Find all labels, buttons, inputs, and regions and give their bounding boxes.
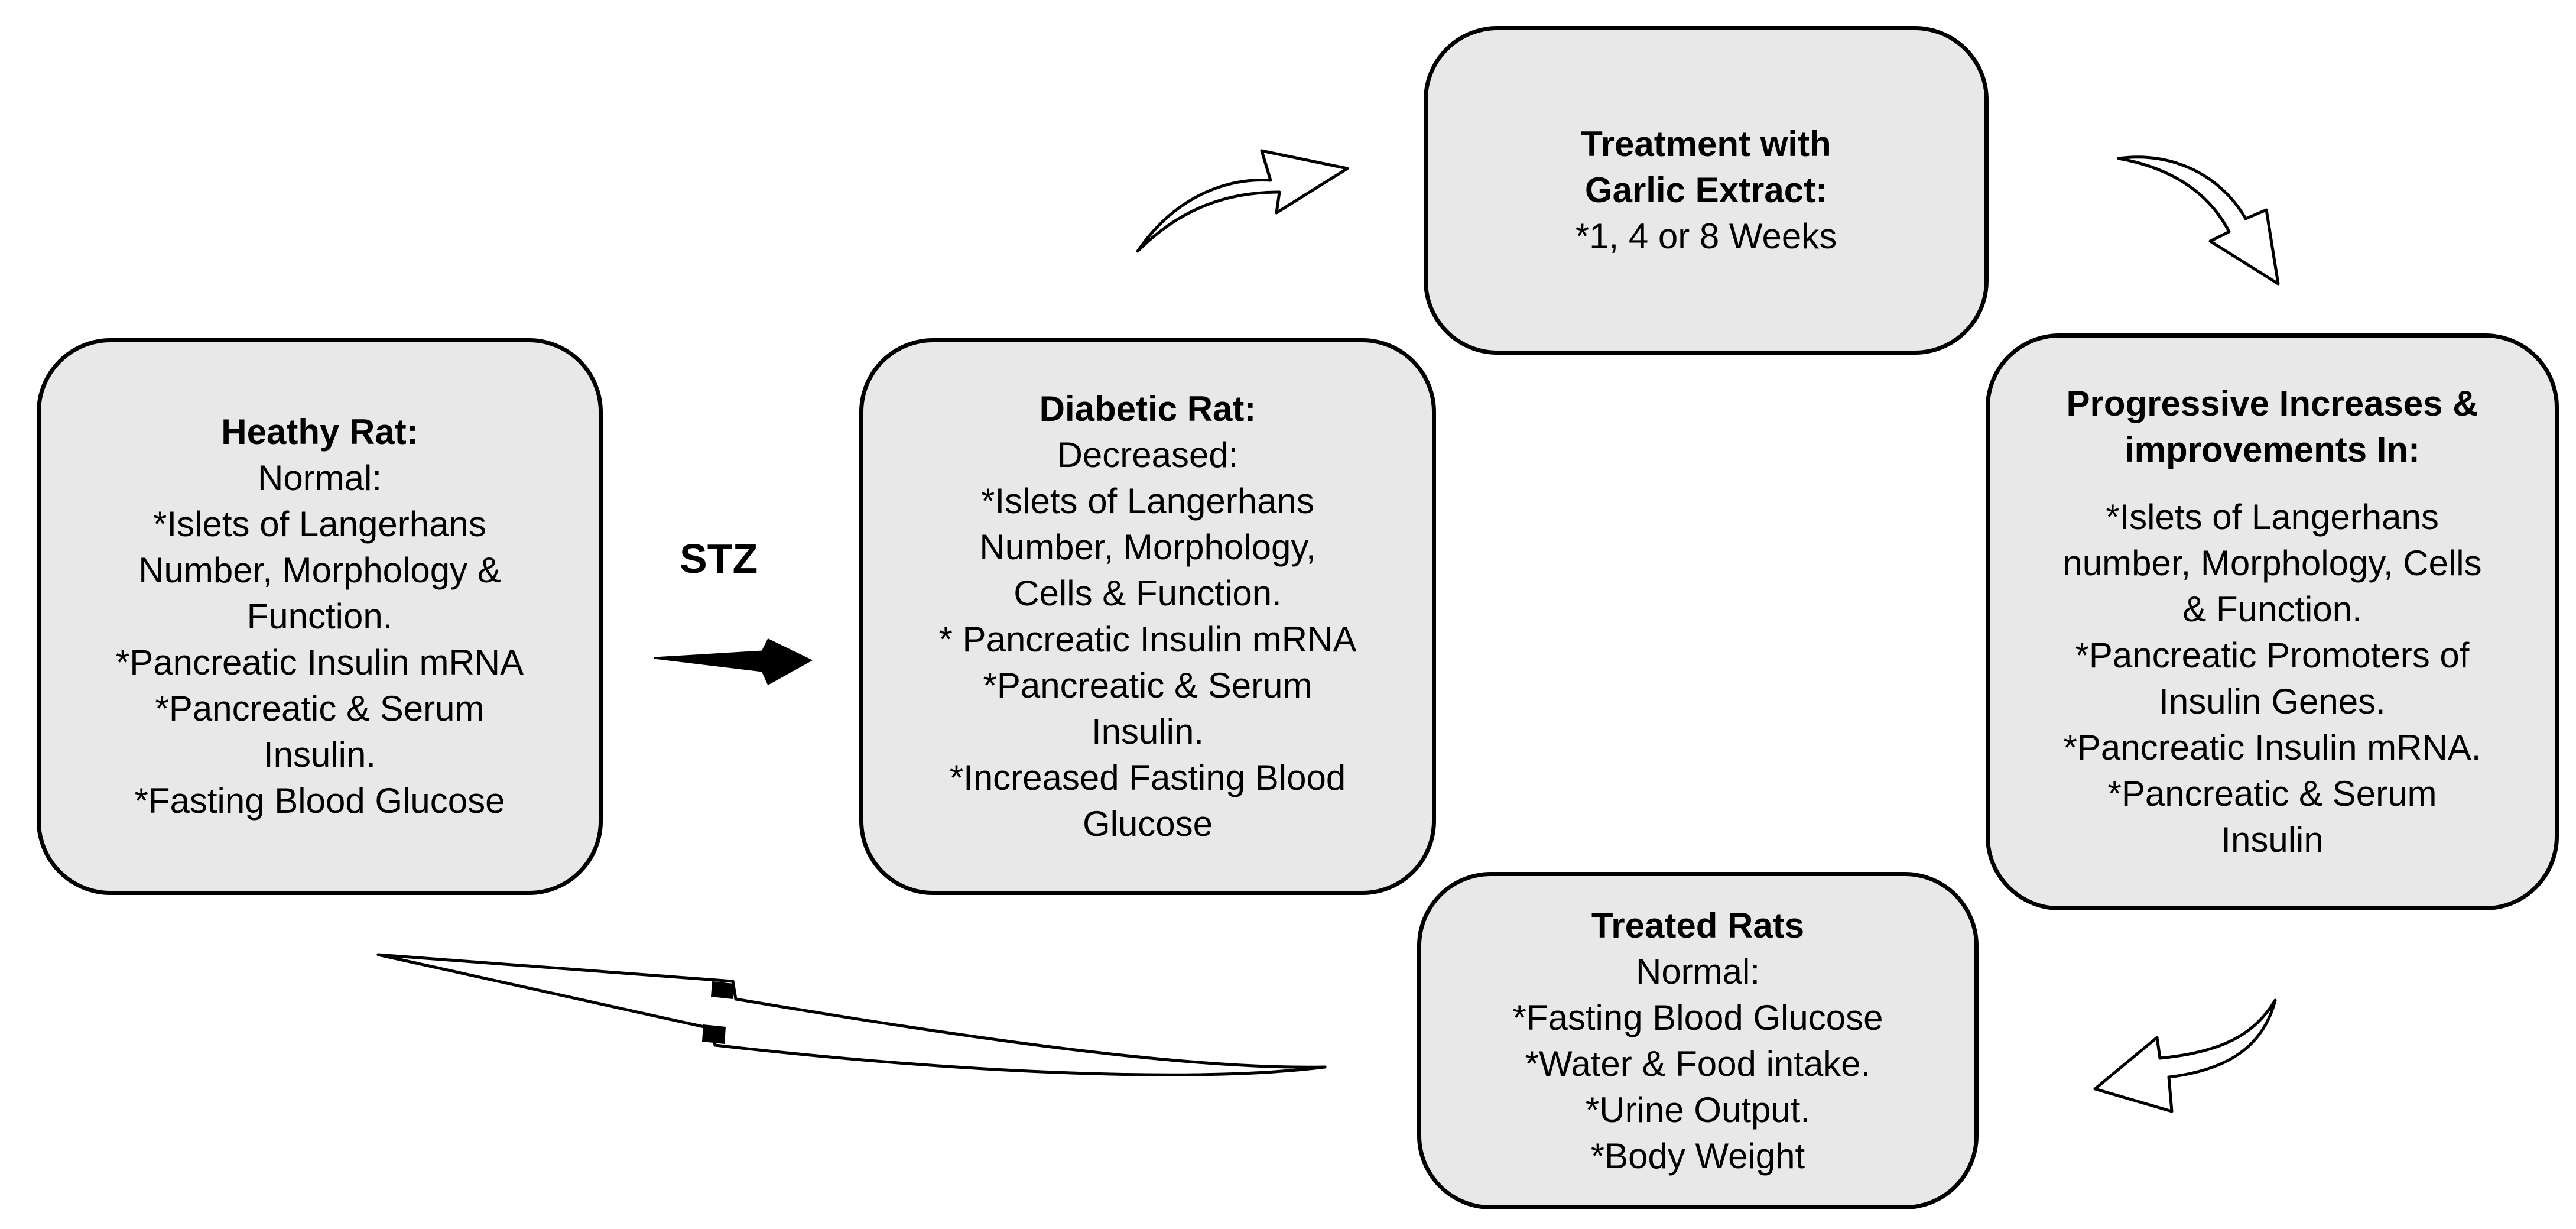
curved-arrow-to-progress bbox=[2117, 155, 2280, 286]
diabetic-line: * Pancreatic Insulin mRNA bbox=[938, 620, 1357, 659]
progress-line: & Function. bbox=[2182, 589, 2362, 629]
box-healthy-rat: Heathy Rat: Normal: *Islets of Langerhan… bbox=[37, 338, 603, 895]
progress-line: *Pancreatic & Serum bbox=[2107, 774, 2437, 813]
progress-title: Progressive Increases & bbox=[2066, 384, 2478, 423]
treatment-title: Garlic Extract: bbox=[1584, 170, 1828, 210]
diabetic-line: Insulin. bbox=[1091, 712, 1204, 751]
diabetic-line: Glucose bbox=[1082, 804, 1213, 844]
progress-line: number, Morphology, Cells bbox=[2062, 543, 2482, 583]
treated-line: *Urine Output. bbox=[1585, 1089, 1811, 1130]
treatment-title: Treatment with bbox=[1581, 124, 1831, 164]
progress-title: improvements In: bbox=[2124, 430, 2421, 469]
diabetic-line: *Islets of Langerhans bbox=[981, 481, 1314, 521]
stz-arrow bbox=[654, 638, 813, 686]
progress-line: *Pancreatic Insulin mRNA. bbox=[2063, 728, 2481, 767]
progress-line: Insulin bbox=[2221, 820, 2324, 860]
return-arrow-to-healthy bbox=[376, 953, 1327, 1076]
diabetic-line: *Pancreatic & Serum bbox=[983, 666, 1313, 705]
progress-line: *Islets of Langerhans bbox=[2106, 497, 2439, 537]
healthy-line: *Pancreatic Insulin mRNA bbox=[115, 643, 524, 682]
box-treatment-garlic: Treatment with Garlic Extract: *1, 4 or … bbox=[1424, 26, 1989, 355]
treatment-line: *1, 4 or 8 Weeks bbox=[1575, 216, 1837, 256]
box-diabetic-rat: Diabetic Rat: Decreased: *Islets of Lang… bbox=[859, 338, 1436, 895]
return-arrow-band-1 bbox=[711, 981, 734, 999]
treated-title: Treated Rats bbox=[1591, 905, 1805, 945]
healthy-title: Heathy Rat: bbox=[221, 412, 418, 452]
stz-label: STZ bbox=[680, 536, 758, 582]
healthy-line: Function. bbox=[246, 596, 393, 636]
progress-line: *Pancreatic Promoters of bbox=[2075, 635, 2470, 675]
treated-line: *Body Weight bbox=[1590, 1136, 1805, 1176]
healthy-line: *Pancreatic & Serum bbox=[155, 689, 485, 728]
diabetic-title: Diabetic Rat: bbox=[1039, 389, 1256, 429]
box-progressive-improvements: Progressive Increases & improvements In:… bbox=[1986, 333, 2559, 910]
diabetic-line: Number, Morphology, bbox=[979, 527, 1316, 567]
healthy-line: Insulin. bbox=[263, 735, 376, 774]
return-arrow-band-2 bbox=[702, 1024, 726, 1044]
healthy-line: *Fasting Blood Glucose bbox=[134, 781, 505, 821]
treated-line: Normal: bbox=[1635, 951, 1760, 991]
progress-line: Insulin Genes. bbox=[2159, 682, 2386, 721]
diabetic-line: *Increased Fasting Blood bbox=[949, 758, 1346, 797]
healthy-line: Normal: bbox=[257, 458, 382, 498]
healthy-line: Number, Morphology & bbox=[138, 550, 501, 590]
curved-arrow-to-treatment bbox=[1136, 149, 1349, 253]
diabetic-line: Cells & Function. bbox=[1013, 573, 1282, 613]
diabetic-line: Decreased: bbox=[1057, 435, 1239, 475]
box-treated-rats: Treated Rats Normal: *Fasting Blood Gluc… bbox=[1417, 872, 1979, 1209]
treated-line: *Water & Food intake. bbox=[1525, 1043, 1871, 1084]
treated-line: *Fasting Blood Glucose bbox=[1512, 997, 1883, 1037]
healthy-line: *Islets of Langerhans bbox=[153, 504, 486, 544]
curved-arrow-to-treated bbox=[2093, 998, 2277, 1113]
